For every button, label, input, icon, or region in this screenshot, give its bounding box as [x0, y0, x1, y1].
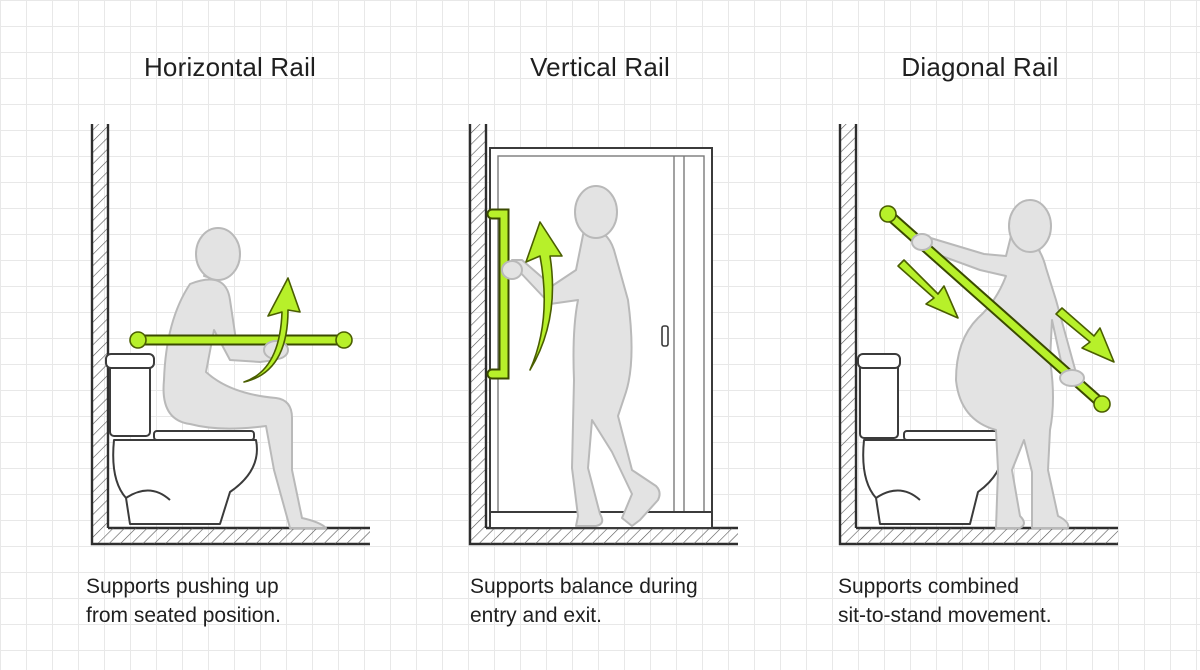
hand: [911, 233, 933, 251]
panel-vertical-rail: Vertical Rail: [400, 0, 800, 670]
hand: [1059, 369, 1085, 387]
downward-arrow-icon: [897, 259, 959, 319]
floor-hatch: [108, 528, 370, 544]
wall-hatch: [840, 124, 856, 544]
horizontal-grab-rail: [129, 331, 353, 349]
panel-caption: Supports pushing up from seated position…: [86, 575, 281, 627]
vertical-grab-rail: [486, 208, 510, 380]
upward-arrow-icon: [243, 277, 301, 383]
panel-title: Horizontal Rail: [143, 52, 317, 82]
vertical-rail-illustration: [468, 124, 738, 546]
panel-title: Vertical Rail: [530, 52, 670, 82]
panel-caption: Supports balance during entry and exit.: [470, 575, 698, 627]
panel-horizontal-rail: Horizontal Rail: [30, 0, 430, 670]
panel-caption: Supports combined sit-to-stand movement.: [838, 575, 1052, 627]
wall-hatch: [470, 124, 486, 544]
toilet: [857, 353, 1004, 525]
hand: [501, 260, 523, 280]
horizontal-rail-illustration: [90, 124, 370, 546]
standing-person: [511, 185, 661, 527]
downward-arrow-icon: [1055, 307, 1115, 363]
upward-arrow-icon: [525, 221, 563, 371]
wall-hatch: [92, 124, 108, 544]
floor-hatch: [856, 528, 1118, 544]
diagonal-rail-illustration: [838, 124, 1118, 546]
panel-diagonal-rail: Diagonal Rail: [800, 0, 1200, 670]
panel-title: Diagonal Rail: [901, 52, 1059, 82]
toilet: [105, 353, 258, 525]
door-handle: [661, 325, 669, 347]
floor-hatch: [486, 528, 738, 544]
